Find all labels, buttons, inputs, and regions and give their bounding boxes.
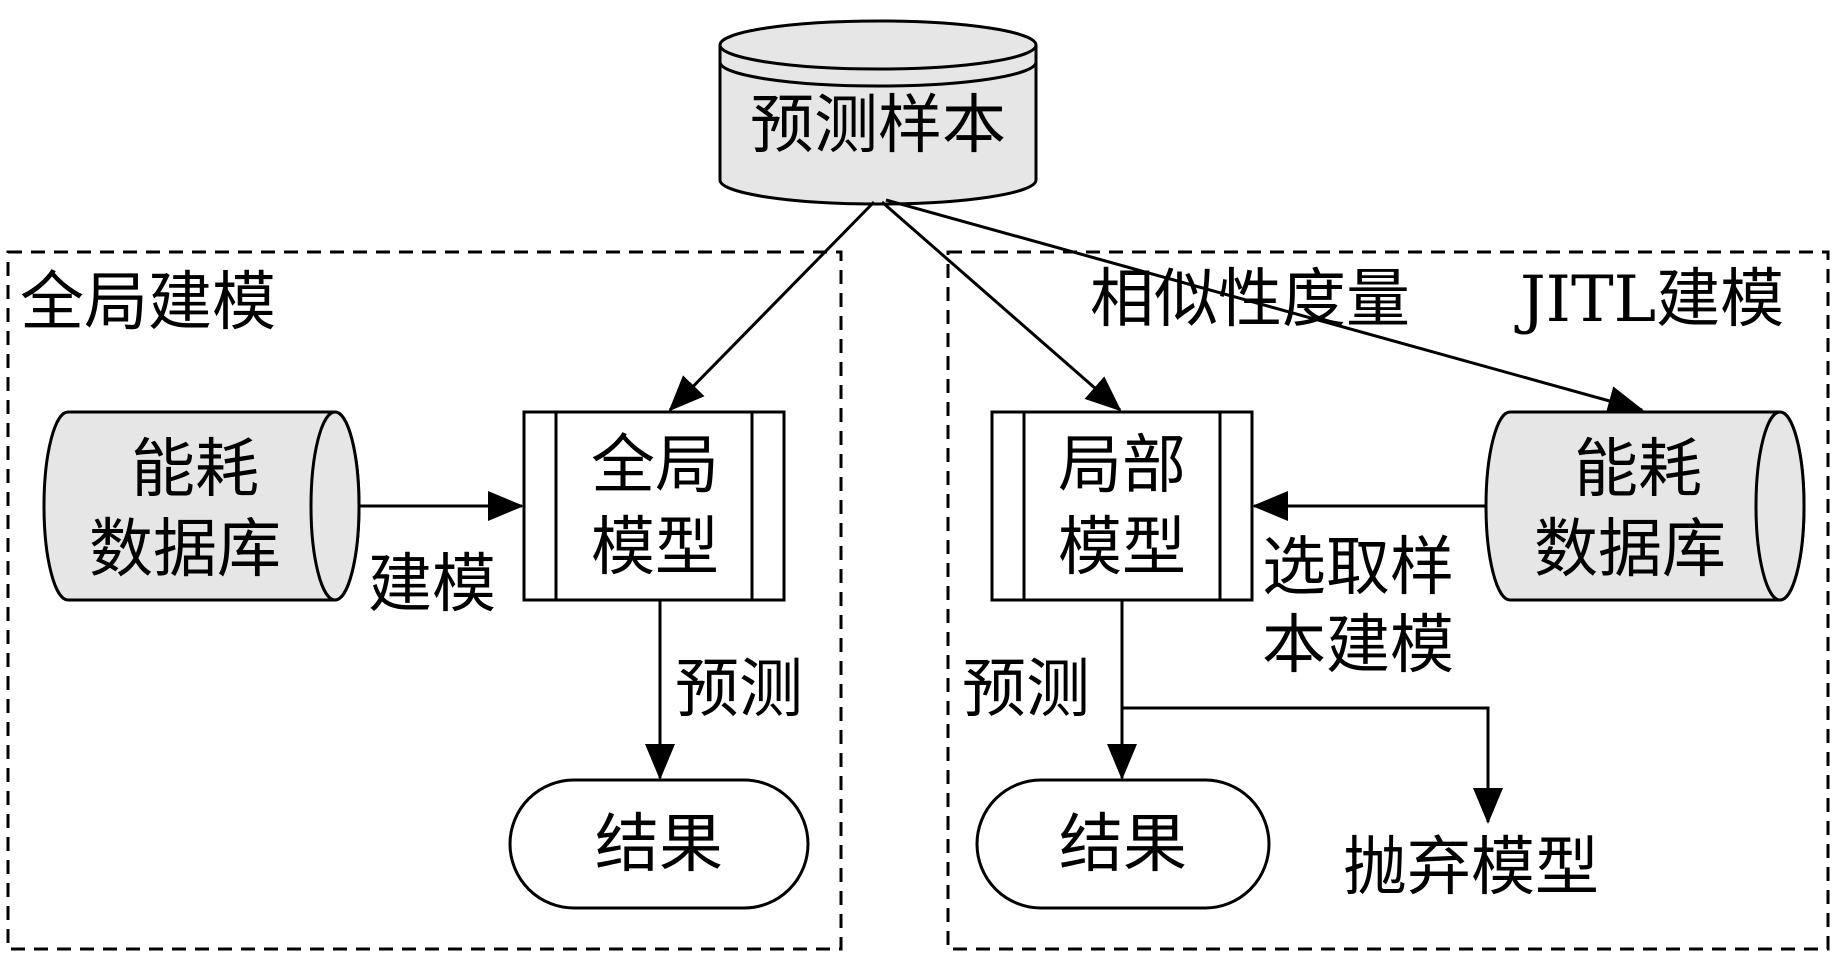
local-predict-label: 预测 xyxy=(962,653,1090,727)
global-model-line1: 全局 xyxy=(591,429,719,503)
global-result-label: 结果 xyxy=(595,808,723,882)
edge-build-label: 建模 xyxy=(368,548,496,622)
arrow-sample-to-global-model xyxy=(668,200,876,412)
local-model-line2: 模型 xyxy=(1058,511,1186,585)
energy-db-left-line1: 能耗 xyxy=(131,433,259,507)
jitl-modeling-title: JITL建模 xyxy=(1514,263,1784,337)
energy-database-right: 能耗 数据库 xyxy=(1484,410,1806,602)
prediction-sample-cylinder: 预测样本 xyxy=(718,19,1038,206)
select-samples-line2: 本建模 xyxy=(1262,609,1454,683)
local-result-terminal: 结果 xyxy=(975,778,1271,910)
local-model-line1: 局部 xyxy=(1058,429,1186,503)
global-model-line2: 模型 xyxy=(591,511,719,585)
energy-db-right-line1: 能耗 xyxy=(1574,433,1702,507)
global-predict-label: 预测 xyxy=(675,653,803,727)
similarity-measure-label: 相似性度量 xyxy=(1090,263,1410,337)
discard-model-label: 抛弃模型 xyxy=(1343,831,1599,905)
global-result-terminal: 结果 xyxy=(508,778,810,910)
arrow-similarity-to-jitl-db xyxy=(885,198,1644,416)
local-model-box: 局部 模型 xyxy=(990,410,1254,602)
prediction-sample-label: 预测样本 xyxy=(750,89,1006,163)
global-model-box: 全局 模型 xyxy=(522,410,786,602)
global-modeling-title: 全局建模 xyxy=(20,266,276,340)
local-result-label: 结果 xyxy=(1059,808,1187,882)
select-samples-line1: 选取样 xyxy=(1262,531,1454,605)
energy-db-left-line2: 数据库 xyxy=(89,513,281,587)
arrow-to-discard-model xyxy=(1122,706,1503,824)
energy-database-left: 能耗 数据库 xyxy=(42,410,361,602)
arrow-sample-to-local-model xyxy=(881,200,1122,412)
jitl-modeling-frame xyxy=(946,250,1830,951)
global-modeling-frame xyxy=(6,250,843,951)
energy-db-right-line2: 数据库 xyxy=(1534,513,1726,587)
